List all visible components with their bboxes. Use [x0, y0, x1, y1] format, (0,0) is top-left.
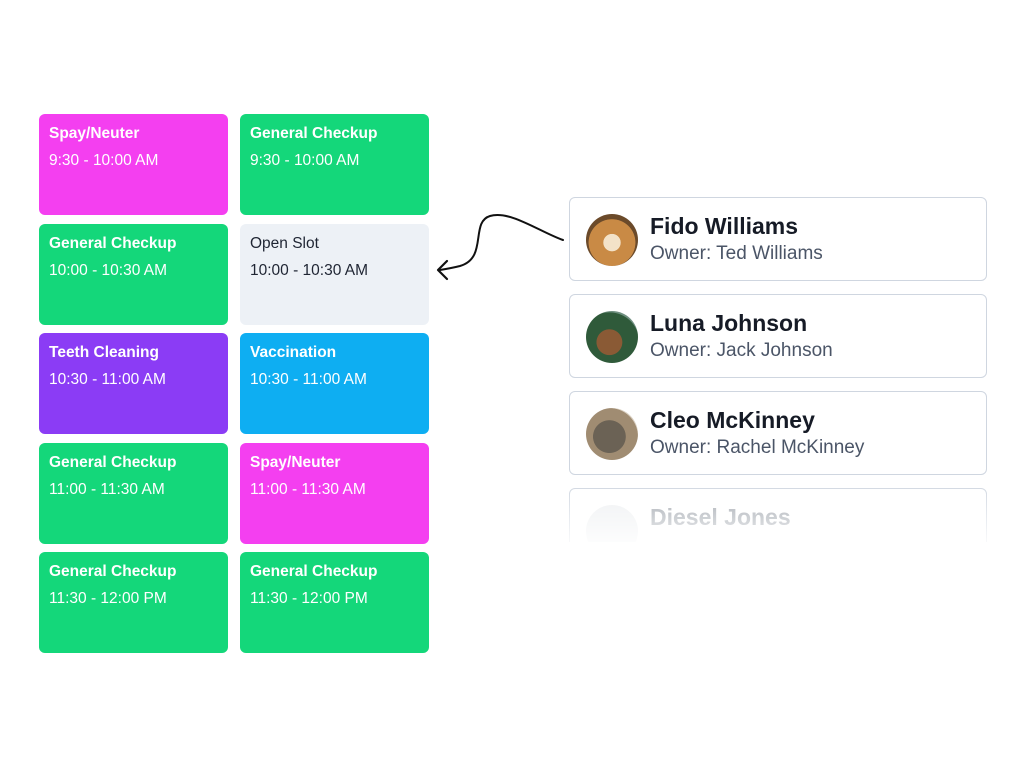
slot-title: Vaccination [250, 344, 337, 361]
appointment-slot[interactable]: General Checkup 11:00 - 11:30 AM [39, 443, 228, 544]
slot-time: 10:00 - 10:30 AM [49, 262, 168, 279]
tabby-cat-avatar [586, 408, 638, 460]
slot-title: Teeth Cleaning [49, 344, 159, 361]
patient-name: Cleo McKinney [650, 407, 815, 433]
slot-title: General Checkup [49, 235, 177, 252]
slot-title: General Checkup [49, 563, 177, 580]
appointment-slot[interactable]: General Checkup 11:30 - 12:00 PM [240, 552, 429, 653]
slot-title: General Checkup [250, 125, 378, 142]
appointment-slot[interactable]: Teeth Cleaning 10:30 - 11:00 AM [39, 333, 228, 434]
patient-card[interactable]: Diesel Jones [569, 488, 987, 542]
slot-time: 11:30 - 12:00 PM [250, 590, 368, 607]
slot-time: 10:00 - 10:30 AM [250, 262, 369, 279]
slot-title: Spay/Neuter [250, 454, 341, 471]
slot-time: 10:30 - 11:00 AM [250, 371, 367, 388]
appointment-slot[interactable]: General Checkup 10:00 - 10:30 AM [39, 224, 228, 325]
owner-name: Owner: Jack Johnson [650, 340, 833, 361]
slot-time: 11:00 - 11:30 AM [49, 481, 165, 498]
slot-title: General Checkup [250, 563, 378, 580]
appointment-slot[interactable]: Spay/Neuter 9:30 - 10:00 AM [39, 114, 228, 215]
shepherd-dog-avatar [586, 311, 638, 363]
appointment-slot[interactable]: Spay/Neuter 11:00 - 11:30 AM [240, 443, 429, 544]
slot-title: General Checkup [49, 454, 177, 471]
owner-name: Owner: Ted Williams [650, 243, 823, 264]
open-slot[interactable]: Open Slot 10:00 - 10:30 AM [240, 224, 429, 325]
appointment-slot[interactable]: General Checkup 9:30 - 10:00 AM [240, 114, 429, 215]
slot-time: 11:30 - 12:00 PM [49, 590, 167, 607]
slot-title: Spay/Neuter [49, 125, 140, 142]
slot-time: 9:30 - 10:00 AM [49, 152, 159, 169]
appointment-slot[interactable]: General Checkup 11:30 - 12:00 PM [39, 552, 228, 653]
slot-time: 9:30 - 10:00 AM [250, 152, 360, 169]
white-dog-avatar [586, 505, 638, 542]
slot-title: Open Slot [250, 235, 319, 252]
slot-time: 11:00 - 11:30 AM [250, 481, 366, 498]
appointment-slot[interactable]: Vaccination 10:30 - 11:00 AM [240, 333, 429, 434]
patient-card[interactable]: Luna Johnson Owner: Jack Johnson [569, 294, 987, 378]
patient-name: Luna Johnson [650, 310, 808, 336]
patient-card[interactable]: Fido Williams Owner: Ted Williams [569, 197, 987, 281]
patient-name: Fido Williams [650, 213, 799, 239]
owner-name: Owner: Rachel McKinney [650, 437, 865, 458]
patient-name: Diesel Jones [650, 504, 791, 530]
patient-list: Fido Williams Owner: Ted Williams Luna J… [569, 197, 988, 542]
beagle-dog-avatar [586, 214, 638, 266]
patient-card[interactable]: Cleo McKinney Owner: Rachel McKinney [569, 391, 987, 475]
slot-time: 10:30 - 11:00 AM [49, 371, 166, 388]
